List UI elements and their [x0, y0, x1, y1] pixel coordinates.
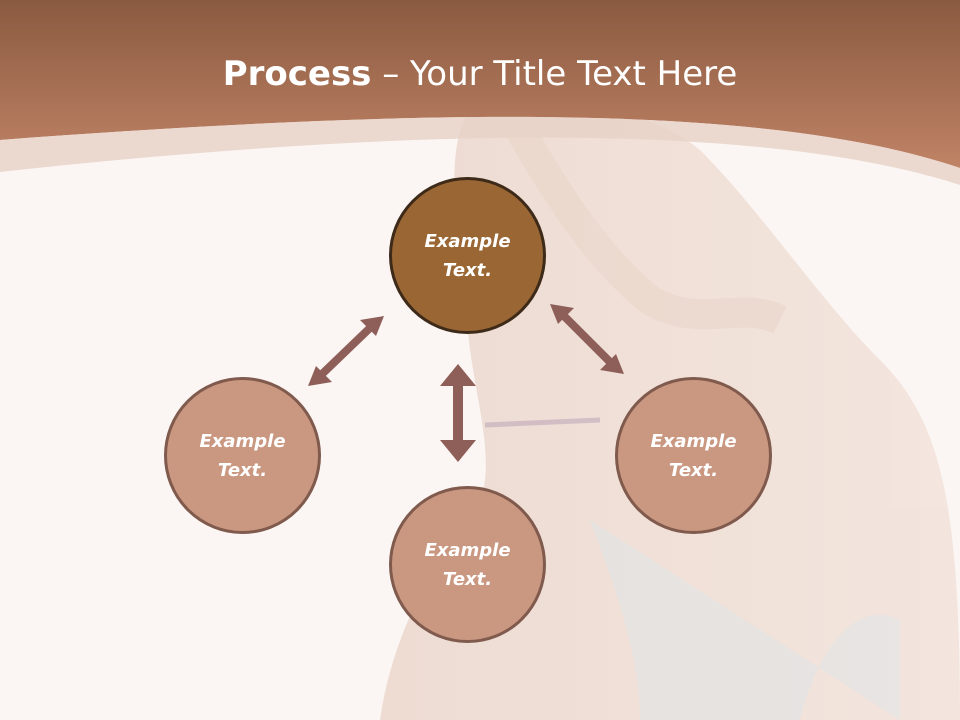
process-node-left: Example Text.: [164, 377, 321, 534]
node-text-line2: Text.: [442, 259, 493, 281]
node-text-line2: Text.: [668, 459, 719, 481]
slide-title: Process – Your Title Text Here: [0, 52, 960, 96]
arrow-top-right: [550, 304, 624, 374]
arrow-vertical: [440, 364, 476, 462]
node-text-line1: Example: [650, 430, 737, 452]
node-text-line2: Text.: [217, 459, 268, 481]
node-text-line2: Text.: [442, 568, 493, 590]
process-node-bottom: Example Text.: [389, 486, 546, 643]
process-node-top: Example Text.: [389, 177, 546, 334]
node-text-line1: Example: [199, 430, 286, 452]
process-node-right: Example Text.: [615, 377, 772, 534]
node-text-line1: Example: [424, 539, 511, 561]
node-text-line1: Example: [424, 230, 511, 252]
arrow-top-left: [308, 316, 384, 386]
title-rest: – Your Title Text Here: [371, 54, 738, 94]
title-bold: Process: [222, 54, 372, 94]
